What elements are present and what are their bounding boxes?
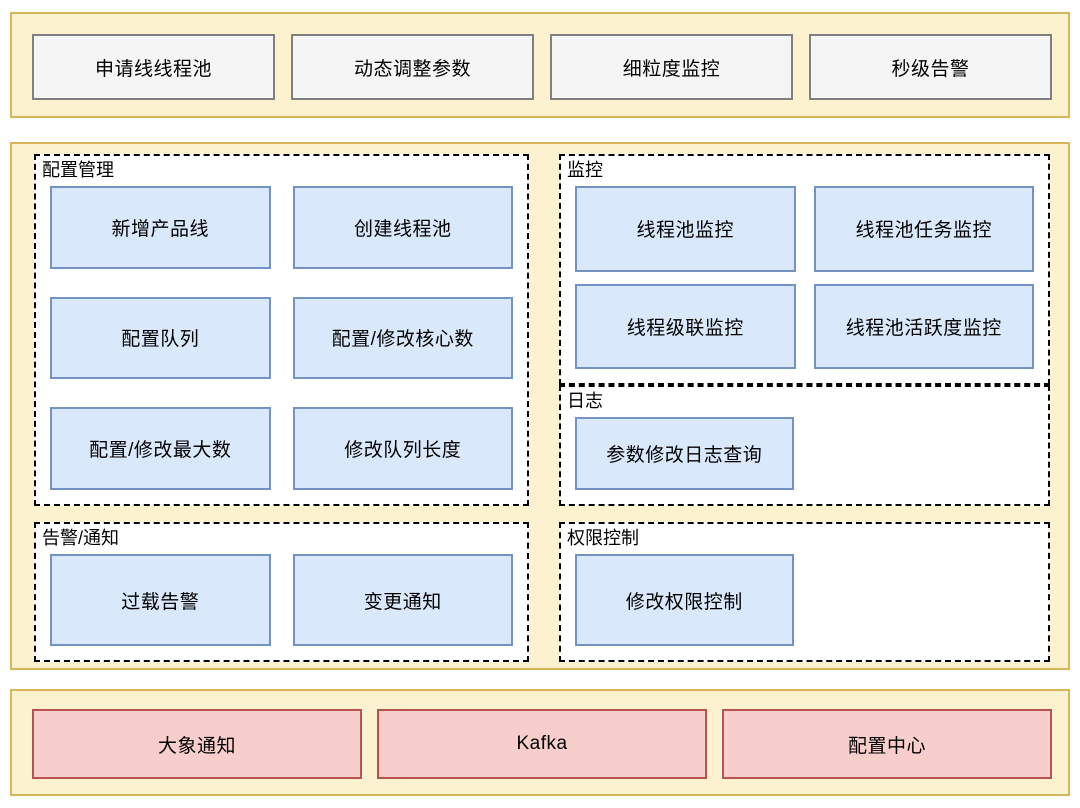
capability-box-apply-thread-pool[interactable]: 申请线线程池 [32,34,275,100]
group-alert-notification: 告警/通知 过载告警 变更通知 [34,522,529,662]
dependency-band: 大象通知 Kafka 配置中心 [10,689,1070,796]
empty-slot-log [816,417,1035,490]
group-title-monitoring: 监控 [567,160,603,180]
capability-box-fine-grained-monitoring[interactable]: 细粒度监控 [550,34,793,100]
function-columns: 配置管理 新增产品线 创建线程池 配置队列 配置/修改核心数 配置/修改最大数 … [34,154,1050,662]
group-items-permission-control: 修改权限控制 [575,554,1034,646]
function-box-parameter-change-log-query[interactable]: 参数修改日志查询 [575,417,794,490]
group-items-log: 参数修改日志查询 [575,417,1034,490]
function-band: 配置管理 新增产品线 创建线程池 配置队列 配置/修改核心数 配置/修改最大数 … [10,142,1070,670]
function-box-modify-permission-control[interactable]: 修改权限控制 [575,554,794,646]
group-title-config-management: 配置管理 [42,160,114,180]
capability-box-dynamic-parameter-adjust[interactable]: 动态调整参数 [291,34,534,100]
group-title-alert-notification: 告警/通知 [42,528,120,548]
dependency-box-config-center[interactable]: 配置中心 [722,709,1052,779]
function-box-thread-pool-task-monitor[interactable]: 线程池任务监控 [813,186,1034,272]
group-items-alert-notification: 过载告警 变更通知 [50,554,513,646]
function-column-right: 监控 线程池监控 线程池任务监控 线程级联监控 线程池活跃度监控 日志 参数修改… [559,154,1050,662]
function-box-add-product-line[interactable]: 新增产品线 [50,186,271,269]
function-box-config-core-threads[interactable]: 配置/修改核心数 [292,296,513,380]
dependency-box-daxiang-notification[interactable]: 大象通知 [32,709,362,779]
group-items-config-management: 新增产品线 创建线程池 配置队列 配置/修改核心数 配置/修改最大数 修改队列长… [50,186,513,490]
function-box-thread-pool-activity-monitor[interactable]: 线程池活跃度监控 [813,283,1034,369]
function-box-thread-pool-monitor[interactable]: 线程池监控 [575,186,796,272]
group-title-permission-control: 权限控制 [567,528,639,548]
function-box-modify-queue-length[interactable]: 修改队列长度 [292,407,513,490]
function-column-left: 配置管理 新增产品线 创建线程池 配置队列 配置/修改核心数 配置/修改最大数 … [34,154,529,662]
function-box-config-queue[interactable]: 配置队列 [50,296,271,380]
function-box-thread-cascade-monitor[interactable]: 线程级联监控 [575,283,796,369]
dependency-box-kafka[interactable]: Kafka [377,709,707,779]
dependency-row: 大象通知 Kafka 配置中心 [32,709,1052,779]
group-log: 日志 参数修改日志查询 [559,385,1050,506]
capability-band: 申请线线程池 动态调整参数 细粒度监控 秒级告警 [10,12,1070,118]
group-items-monitoring: 线程池监控 线程池任务监控 线程级联监控 线程池活跃度监控 [575,186,1034,369]
function-box-change-notification[interactable]: 变更通知 [292,554,513,646]
group-monitoring: 监控 线程池监控 线程池任务监控 线程级联监控 线程池活跃度监控 [559,154,1050,385]
empty-slot-permission [816,554,1035,646]
group-title-log: 日志 [567,391,603,411]
capability-box-second-level-alert[interactable]: 秒级告警 [809,34,1052,100]
group-config-management: 配置管理 新增产品线 创建线程池 配置队列 配置/修改核心数 配置/修改最大数 … [34,154,529,506]
capability-row: 申请线线程池 动态调整参数 细粒度监控 秒级告警 [32,34,1052,100]
function-box-create-thread-pool[interactable]: 创建线程池 [292,186,513,269]
function-box-config-max-threads[interactable]: 配置/修改最大数 [50,407,271,490]
group-permission-control: 权限控制 修改权限控制 [559,522,1050,662]
function-box-overload-alert[interactable]: 过载告警 [50,554,271,646]
